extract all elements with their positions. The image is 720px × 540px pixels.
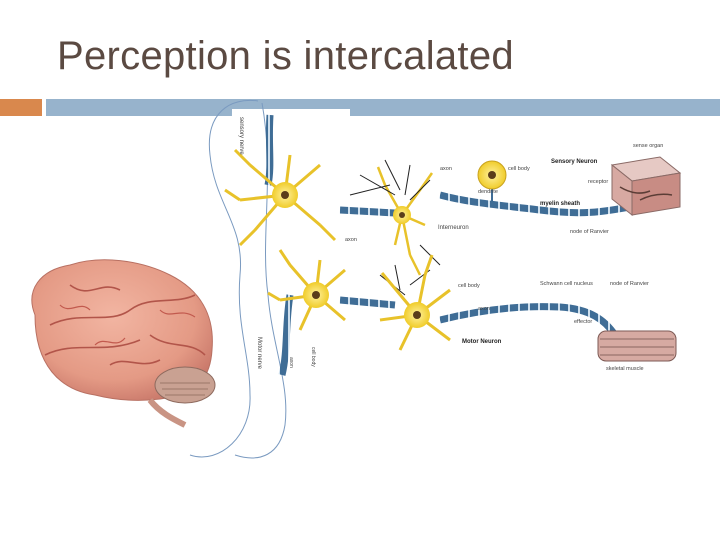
neuron-diagram: sensory nerve Motor nerve cell body axon… [0,95,720,475]
label-axon-left: axon [288,357,294,368]
label-interneuron: Interneuron [438,225,469,231]
label-axon-top: axon [440,166,452,172]
label-schwann-cell-nucleus: Schwann cell nucleus [540,281,593,287]
axon-lower-left [340,300,395,305]
label-motor-neuron: Motor Neuron [462,339,502,345]
label-cell-body-top: cell body [508,166,530,172]
skeletal-muscle-block [598,331,676,361]
label-axon-bottom: axon [478,306,490,312]
label-motor-nerve: Motor nerve [256,337,262,370]
label-axon-mid: axon [345,237,357,243]
label-dendrite: dendrite [478,189,498,195]
label-skeletal-muscle: skeletal muscle [606,366,644,372]
axon-upper [340,210,395,213]
brain-image [32,260,215,425]
slide-title: Perception is intercalated [57,34,514,79]
label-sensory-neuron: Sensory Neuron [551,159,598,165]
label-sense-organ: sense organ [633,143,663,149]
sense-organ-block [612,157,680,215]
label-node-of-ranvier-bottom: node of Ranvier [610,281,649,287]
label-sensory-nerve: sensory nerve [238,117,244,155]
sensory-nerve-fiber [268,115,270,185]
label-cell-body-bottom: cell body [458,283,480,289]
neuron-diagram-figure: sensory nerve Motor nerve cell body axon… [0,95,720,475]
label-cell-body-left: cell body [310,347,316,367]
label-node-of-ranvier-top: node of Ranvier [570,229,609,235]
label-effector: effector [574,319,592,325]
label-myelin-sheath: myelin sheath [540,201,580,207]
label-receptor: receptor [588,179,608,185]
